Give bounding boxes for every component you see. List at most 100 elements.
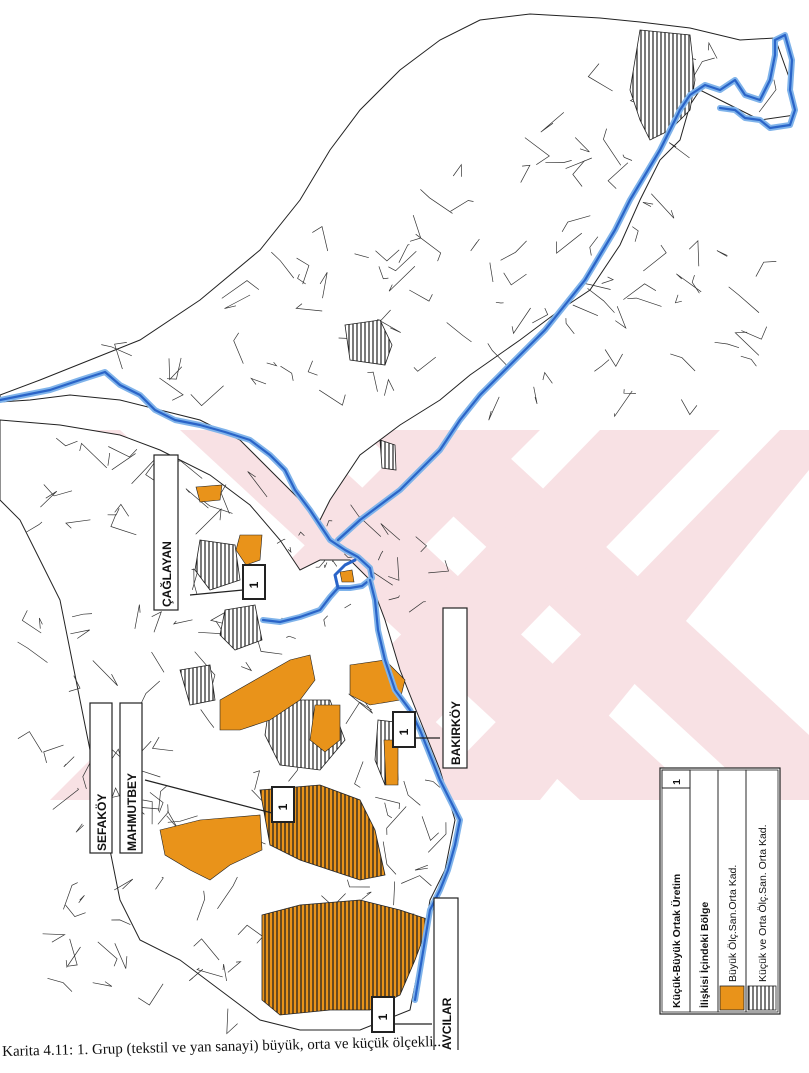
- district-line: [691, 274, 700, 294]
- district-line: [470, 238, 480, 252]
- orange-region: [195, 484, 223, 503]
- district-line: [386, 806, 407, 835]
- district-line: [377, 550, 384, 561]
- svg-text:ÇAĞLAYAN: ÇAĞLAYAN: [159, 541, 174, 607]
- district-line: [307, 360, 318, 376]
- district-line: [378, 266, 389, 280]
- district-line: [142, 799, 153, 825]
- district-line: [172, 619, 193, 625]
- district-line: [193, 938, 220, 961]
- legend-label-4: Küçük ve Orta Ölç.San. Orta Kad.: [757, 824, 769, 982]
- district-line: [151, 736, 174, 752]
- district-line: [545, 160, 572, 163]
- district-line: [196, 890, 206, 921]
- district-line: [388, 266, 416, 292]
- district-line: [716, 250, 728, 257]
- district-line: [413, 356, 437, 372]
- orange-region: [219, 654, 316, 731]
- marker-avcilar: 1: [371, 996, 395, 1033]
- hatch-region: [379, 439, 397, 471]
- district-line: [295, 303, 323, 312]
- district-line: [167, 815, 198, 823]
- district-line: [65, 519, 91, 529]
- district-line: [110, 513, 137, 536]
- district-line: [200, 709, 215, 728]
- district-line: [72, 613, 93, 618]
- district-line: [247, 471, 268, 498]
- district-line: [101, 344, 132, 357]
- pointer-line: [189, 589, 244, 596]
- district-line: [354, 761, 364, 788]
- district-line: [78, 895, 85, 904]
- district-line: [43, 484, 73, 497]
- district-line: [382, 841, 397, 875]
- district-line: [627, 297, 662, 307]
- district-line: [755, 261, 777, 277]
- district-line: [380, 523, 401, 541]
- district-line: [65, 946, 81, 968]
- district-line: [345, 701, 372, 724]
- district-line: [604, 349, 623, 367]
- district-line: [561, 215, 591, 232]
- district-line: [26, 521, 43, 533]
- district-line: [193, 568, 198, 594]
- district-line: [758, 79, 777, 113]
- district-line: [134, 604, 141, 629]
- marker-bakirkoy: 1: [392, 711, 416, 748]
- svg-text:1: 1: [397, 728, 411, 735]
- district-line: [651, 193, 675, 219]
- district-line: [500, 240, 527, 261]
- district-line: [503, 272, 527, 286]
- district-line: [670, 353, 696, 372]
- district-line: [728, 286, 760, 313]
- legend-label-2: İlişkisi İçindeki Bölge: [698, 902, 711, 1008]
- district-labels: ÇAĞLAYAN SEFAKÖY MAHMUTBEY BAKIRKÖY AVCI…: [89, 454, 468, 1050]
- district-line: [196, 967, 223, 978]
- district-line: [298, 531, 305, 537]
- district-line: [424, 779, 441, 788]
- orange-region: [235, 534, 263, 566]
- district-line: [296, 257, 310, 285]
- district-line: [166, 357, 182, 380]
- district-line: [375, 796, 400, 810]
- district-line: [157, 804, 169, 825]
- district-line: [574, 137, 590, 153]
- district-line: [111, 453, 136, 471]
- legend-label-3: Büyük Ölç.San.Orta Kad.: [727, 865, 739, 982]
- water-bodies: [0, 32, 798, 1003]
- district-line: [114, 943, 128, 969]
- district-line: [79, 442, 108, 469]
- district-line: [221, 280, 260, 299]
- district-line: [565, 157, 592, 169]
- district-line: [350, 504, 382, 537]
- district-line: [693, 57, 715, 77]
- district-line: [601, 276, 615, 284]
- district-line: [21, 610, 42, 634]
- district-line: [75, 823, 84, 833]
- orange-region: [339, 569, 355, 583]
- district-line: [421, 816, 439, 842]
- district-line: [613, 390, 633, 418]
- district-line: [384, 378, 395, 396]
- district-line: [42, 933, 66, 943]
- label-mahmutbey: MAHMUTBEY: [119, 702, 143, 854]
- district-line: [202, 500, 233, 514]
- district-line: [168, 358, 183, 381]
- district-line: [524, 137, 550, 165]
- district-line: [367, 371, 378, 392]
- map-figure: ÇAĞLAYAN SEFAKÖY MAHMUTBEY BAKIRKÖY AVCI…: [0, 13, 809, 1050]
- district-line: [276, 538, 286, 544]
- district-line: [188, 968, 204, 982]
- district-line: [65, 904, 86, 918]
- district-line: [52, 787, 79, 810]
- district-line: [623, 389, 636, 394]
- district-line: [511, 307, 531, 335]
- district-line: [594, 359, 610, 372]
- district-line: [222, 964, 227, 982]
- hatch-region: [344, 319, 393, 366]
- district-line: [398, 244, 410, 263]
- svg-text:1: 1: [247, 581, 261, 588]
- pointer-line: [144, 779, 273, 814]
- district-line: [319, 272, 328, 299]
- district-line: [107, 452, 111, 466]
